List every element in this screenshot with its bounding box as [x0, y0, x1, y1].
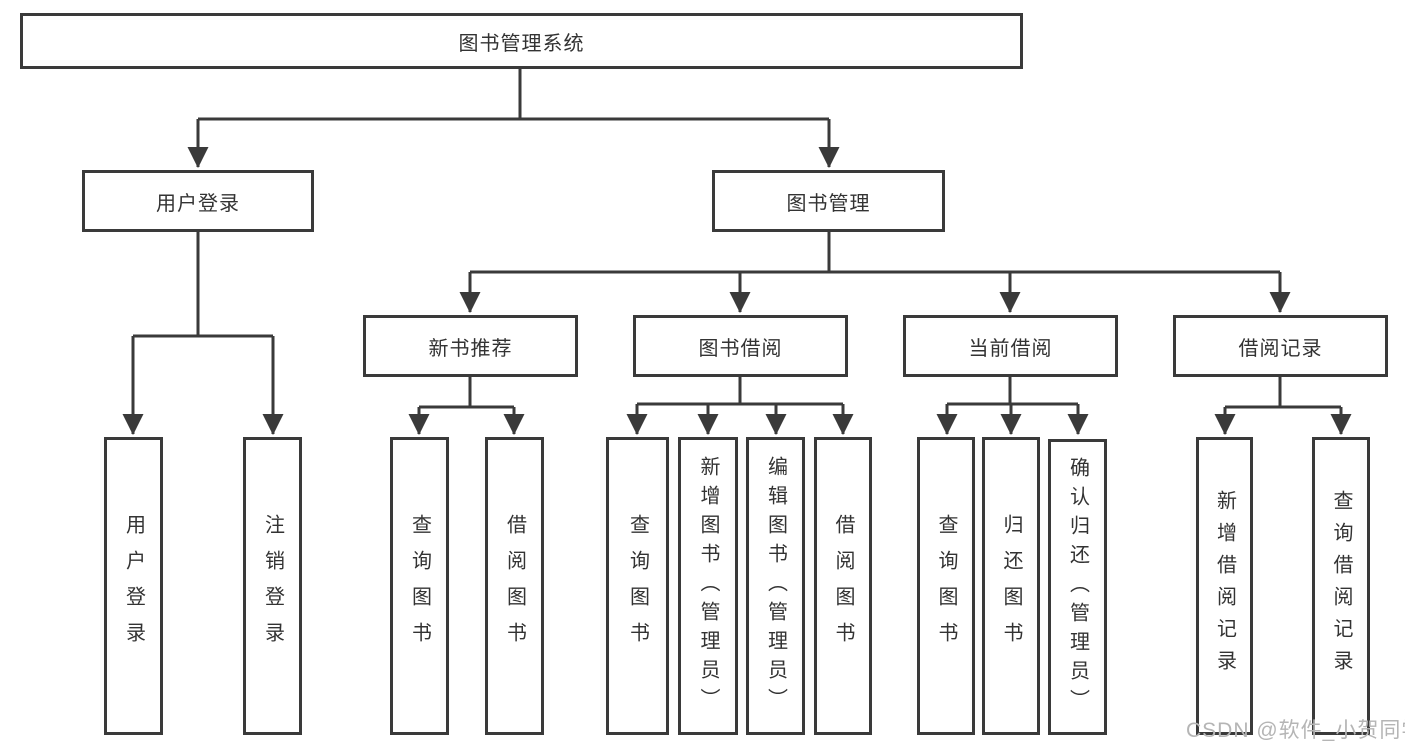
node-label: 借阅图书: [832, 514, 854, 658]
node-current-borrowing: 当前借阅: [903, 315, 1118, 377]
node-label: 确认归还（管理员）: [1066, 456, 1089, 718]
node-label: 查询借阅记录: [1330, 490, 1352, 682]
leaf-borrow-books-recommend: 借阅图书: [485, 437, 544, 735]
leaf-user-login: 用户登录: [104, 437, 163, 735]
leaf-add-books-admin: 新增图书（管理员）: [678, 437, 738, 735]
leaf-add-borrow-record: 新增借阅记录: [1196, 437, 1253, 735]
node-book-management: 图书管理: [712, 170, 945, 232]
leaf-query-books-borrow: 查询图书: [606, 437, 669, 735]
node-label: 用户登录: [156, 192, 240, 215]
node-label: 图书借阅: [698, 337, 783, 360]
node-borrowing-records: 借阅记录: [1173, 315, 1388, 377]
node-label: 查询图书: [935, 514, 957, 658]
leaf-query-books-current: 查询图书: [917, 437, 975, 735]
leaf-borrow-books: 借阅图书: [814, 437, 872, 735]
node-library-management-system: 图书管理系统: [20, 13, 1023, 69]
node-label: 查询图书: [408, 514, 431, 658]
node-label: 用户登录: [122, 514, 145, 658]
leaf-return-books: 归还图书: [982, 437, 1040, 735]
node-label: 归还图书: [1000, 514, 1022, 658]
node-label: 当前借阅: [968, 337, 1053, 360]
node-label: 新增借阅记录: [1213, 490, 1236, 682]
node-label: 图书管理: [786, 192, 871, 215]
leaf-logout: 注销登录: [243, 437, 302, 735]
leaf-confirm-return-admin: 确认归还（管理员）: [1048, 439, 1107, 735]
watermark: CSDN @软件_小贺同学: [1186, 719, 1405, 742]
leaf-query-books-recommend: 查询图书: [390, 437, 449, 735]
node-new-book-recommendation: 新书推荐: [363, 315, 578, 377]
leaf-edit-books-admin: 编辑图书（管理员）: [746, 437, 805, 735]
node-label: 新书推荐: [428, 337, 513, 360]
node-label: 注销登录: [261, 514, 284, 658]
node-label: 借阅记录: [1238, 337, 1323, 360]
leaf-query-borrow-record: 查询借阅记录: [1312, 437, 1370, 735]
node-user-login: 用户登录: [82, 170, 314, 232]
node-label: 借阅图书: [503, 514, 526, 658]
node-book-borrowing: 图书借阅: [633, 315, 848, 377]
node-label: 查询图书: [626, 514, 649, 658]
connector-trunks: [133, 69, 1341, 409]
node-label: 新增图书（管理员）: [697, 455, 719, 717]
node-label: 编辑图书（管理员）: [764, 455, 787, 717]
node-label: 图书管理系统: [458, 32, 585, 55]
